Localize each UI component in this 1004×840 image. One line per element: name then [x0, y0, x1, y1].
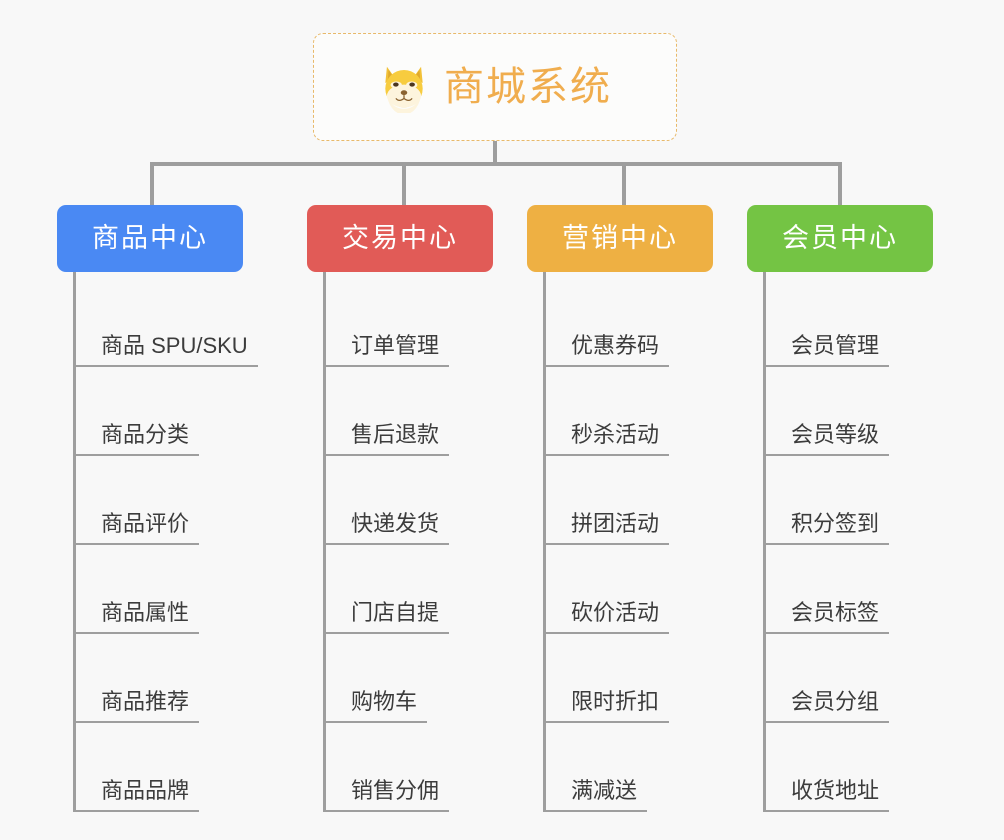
shiba-dog-face-icon — [385, 66, 423, 113]
leaf-item-label: 销售分佣 — [323, 778, 450, 812]
leaf-item-label: 快递发货 — [323, 511, 450, 545]
leaf-item[interactable]: 会员等级 — [763, 367, 890, 456]
leaf-item[interactable]: 限时折扣 — [543, 634, 670, 723]
leaf-item[interactable]: 商品属性 — [73, 545, 200, 634]
leaf-item[interactable]: 满减送 — [543, 723, 648, 812]
leaf-item[interactable]: 购物车 — [323, 634, 428, 723]
leaf-item-label: 订单管理 — [323, 333, 450, 367]
leaf-item[interactable]: 积分签到 — [763, 456, 890, 545]
connector-drop-4 — [838, 162, 842, 206]
category-box-2[interactable]: 交易中心 — [307, 205, 493, 272]
leaf-item[interactable]: 商品评价 — [73, 456, 200, 545]
leaf-item-label: 商品品牌 — [73, 778, 200, 812]
leaf-item[interactable]: 会员标签 — [763, 545, 890, 634]
leaf-item[interactable]: 秒杀活动 — [543, 367, 670, 456]
leaf-item-label: 会员管理 — [763, 333, 890, 367]
branch-spine — [323, 272, 326, 810]
connector-bus-bar — [150, 162, 840, 166]
branch-spine — [73, 272, 76, 810]
leaf-item[interactable]: 商品品牌 — [73, 723, 200, 812]
connector-drop-3 — [622, 162, 626, 206]
leaf-item-label: 商品分类 — [73, 422, 200, 456]
leaf-item[interactable]: 售后退款 — [323, 367, 450, 456]
leaf-item-label: 秒杀活动 — [543, 422, 670, 456]
leaf-item-label: 满减送 — [543, 778, 648, 812]
leaf-item[interactable]: 砍价活动 — [543, 545, 670, 634]
leaf-item[interactable]: 会员分组 — [763, 634, 890, 723]
branch-spine — [763, 272, 766, 810]
leaf-item-label: 砍价活动 — [543, 600, 670, 634]
leaf-item-label: 收货地址 — [763, 778, 890, 812]
leaf-item[interactable]: 门店自提 — [323, 545, 450, 634]
category-box-4[interactable]: 会员中心 — [747, 205, 933, 272]
category-box-1[interactable]: 商品中心 — [57, 205, 243, 272]
leaf-item-label: 积分签到 — [763, 511, 890, 545]
leaf-item-label: 商品推荐 — [73, 689, 200, 723]
branch-spine — [543, 272, 546, 810]
leaf-item-label: 拼团活动 — [543, 511, 670, 545]
leaf-item[interactable]: 快递发货 — [323, 456, 450, 545]
root-node[interactable]: 商城系统 — [313, 33, 677, 141]
leaf-item-label: 商品 SPU/SKU — [73, 333, 258, 367]
connector-drop-2 — [402, 162, 406, 206]
leaf-item[interactable]: 商品分类 — [73, 367, 200, 456]
leaf-item-label: 会员标签 — [763, 600, 890, 634]
leaf-item-label: 商品评价 — [73, 511, 200, 545]
category-box-3[interactable]: 营销中心 — [527, 205, 713, 272]
leaf-item[interactable]: 订单管理 — [323, 278, 450, 367]
leaf-item[interactable]: 会员管理 — [763, 278, 890, 367]
leaf-item-label: 会员分组 — [763, 689, 890, 723]
connector-root-stem — [493, 141, 497, 165]
leaf-item[interactable]: 优惠券码 — [543, 278, 670, 367]
leaf-item-label: 售后退款 — [323, 422, 450, 456]
category-label: 交易中心 — [342, 223, 458, 253]
root-title: 商城系统 — [444, 65, 612, 109]
category-label: 商品中心 — [92, 223, 208, 253]
leaf-item[interactable]: 销售分佣 — [323, 723, 450, 812]
leaf-item[interactable]: 拼团活动 — [543, 456, 670, 545]
leaf-item-label: 购物车 — [323, 689, 428, 723]
leaf-item[interactable]: 商品 SPU/SKU — [73, 278, 258, 367]
leaf-item-label: 门店自提 — [323, 600, 450, 634]
leaf-item-label: 限时折扣 — [543, 689, 670, 723]
leaf-item-label: 优惠券码 — [543, 333, 670, 367]
leaf-item-label: 商品属性 — [73, 600, 200, 634]
category-label: 营销中心 — [562, 223, 678, 253]
leaf-item-label: 会员等级 — [763, 422, 890, 456]
leaf-item[interactable]: 商品推荐 — [73, 634, 200, 723]
connector-drop-1 — [150, 162, 154, 206]
leaf-item[interactable]: 收货地址 — [763, 723, 890, 812]
category-label: 会员中心 — [782, 223, 898, 253]
